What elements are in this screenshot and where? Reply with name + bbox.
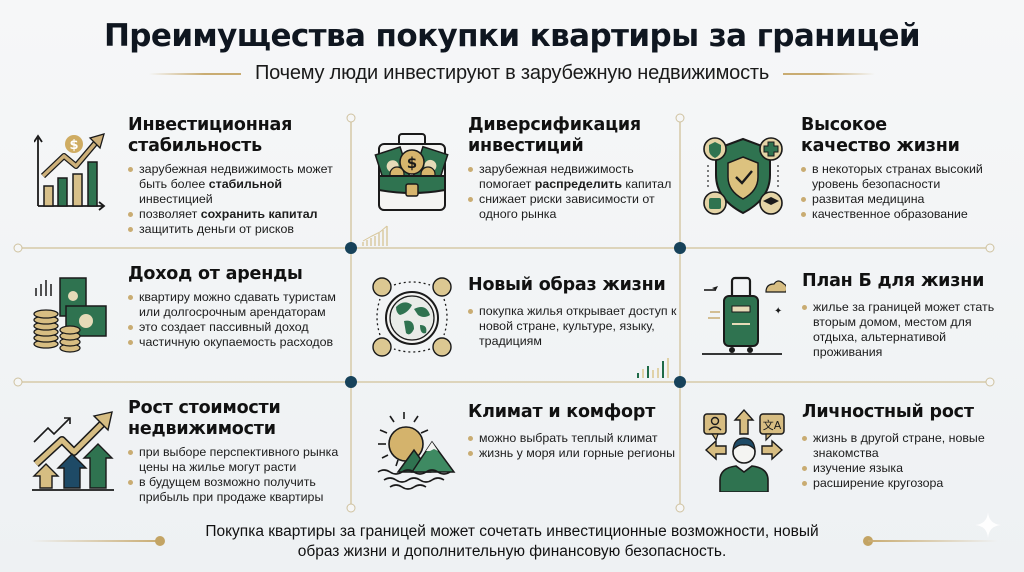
footer-line-right [868, 540, 998, 542]
svg-text:$: $ [407, 154, 417, 172]
page-title: Преимущества покупки квартиры за границе… [103, 18, 921, 54]
bullet-list: жизнь в другой стране, новые знакомства … [802, 431, 1002, 491]
globe-cycle-icon [372, 277, 452, 357]
grid-node [346, 503, 356, 513]
bullet-item: защитить деньги от рисков [128, 222, 343, 237]
grid-divider-v2 [679, 118, 681, 508]
bullet-list: можно выбрать теплый климат жизнь у моря… [468, 431, 678, 461]
subtitle-row: Почему люди инвестируют в зарубежную нед… [0, 62, 1024, 85]
bullet-item: жизнь у моря или горные регионы [468, 446, 678, 461]
footer-summary: Покупка квартиры за границей может сочет… [205, 523, 819, 560]
bullet-item: в будущем возможно получить прибыль при … [128, 475, 348, 505]
rising-arrows-icon [32, 411, 114, 491]
bullet-item: развитая медицина [801, 192, 1016, 207]
shield-check-icon [703, 137, 783, 215]
card-title: План Б для жизни [802, 271, 985, 291]
footer-line-left [30, 540, 160, 542]
svg-text:文A: 文A [763, 418, 782, 432]
bullet-item: в некоторых странах высокий уровень безо… [801, 162, 1016, 192]
briefcase-money-icon: $ [374, 133, 449, 211]
bullet-list: квартиру можно сдавать туристам или долг… [128, 290, 348, 350]
bullet-list: в некоторых странах высокий уровень безо… [801, 162, 1016, 222]
decorative-line-left [148, 72, 241, 75]
coins-banknotes-icon [33, 277, 107, 353]
grid-node [346, 113, 356, 123]
grid-node [13, 377, 23, 387]
growth-chart-dollar-icon: $ [34, 133, 106, 211]
grid-node [675, 113, 685, 123]
grid-node-dark [345, 376, 357, 388]
sun-mountains-sea-icon [377, 412, 456, 490]
footer: Покупка квартиры за границей может сочет… [0, 522, 1024, 562]
svg-text:$: $ [69, 138, 78, 153]
bullet-item: расширение кругозора [802, 476, 1002, 491]
grid-divider-v1 [350, 118, 352, 508]
footer-dot-left [155, 536, 165, 546]
bullet-item: качественное образование [801, 207, 1016, 222]
grid-node-dark [345, 242, 357, 254]
bullet-list: при выборе перспективного рынка цены на … [128, 445, 348, 505]
bullet-list: зарубежная недвижимость помогает распред… [468, 162, 678, 222]
bullet-item: можно выбрать теплый климат [468, 431, 678, 446]
grid-node [675, 503, 685, 513]
bullet-item: зарубежная недвижимость помогает распред… [468, 162, 678, 192]
grid-node-dark [674, 376, 686, 388]
bullet-item: изучение языка [802, 461, 1002, 476]
card-title: Доход от аренды [128, 264, 303, 284]
svg-text:✦: ✦ [774, 306, 782, 317]
person-growth-icon: 文A [703, 408, 785, 492]
bullet-item: при выборе перспективного рынка цены на … [128, 445, 348, 475]
page-subtitle: Почему люди инвестируют в зарубежную нед… [254, 62, 770, 84]
card-title: Личностный рост [802, 402, 974, 422]
mini-bars-icon [362, 225, 388, 246]
bullet-item: жизнь в другой стране, новые знакомства [802, 431, 1002, 461]
bullet-item: покупка жилья открывает доступ к новой с… [468, 304, 678, 349]
bullet-list: зарубежная недвижимость может быть более… [128, 162, 343, 237]
bullet-item: жилье за границей может стать вторым дом… [802, 300, 1002, 360]
bullet-item: снижает риски зависимости от одного рынк… [468, 192, 678, 222]
grid-node [985, 377, 995, 387]
grid-divider-h2 [18, 381, 990, 383]
decorative-line-right [783, 72, 876, 75]
sparkle-icon [975, 512, 1001, 538]
bullet-item: квартиру можно сдавать туристам или долг… [128, 290, 348, 320]
suitcase-travel-icon: ✦ [702, 276, 786, 355]
grid-node-dark [674, 242, 686, 254]
grid-node [985, 243, 995, 253]
bullet-list: жилье за границей может стать вторым дом… [802, 300, 1002, 360]
card-title: Новый образ жизни [468, 275, 666, 295]
bullet-item: позволяет сохранить капитал [128, 207, 343, 222]
card-title: Климат и комфорт [468, 402, 656, 422]
bullet-item: зарубежная недвижимость может быть более… [128, 162, 343, 207]
grid-divider-h1 [18, 247, 990, 249]
grid-node [13, 243, 23, 253]
bullet-item: это создает пассивный доход [128, 320, 348, 335]
bullet-list: покупка жилья открывает доступ к новой с… [468, 304, 678, 349]
bullet-item: частичную окупаемость расходов [128, 335, 348, 350]
mini-bars-icon [637, 358, 669, 378]
